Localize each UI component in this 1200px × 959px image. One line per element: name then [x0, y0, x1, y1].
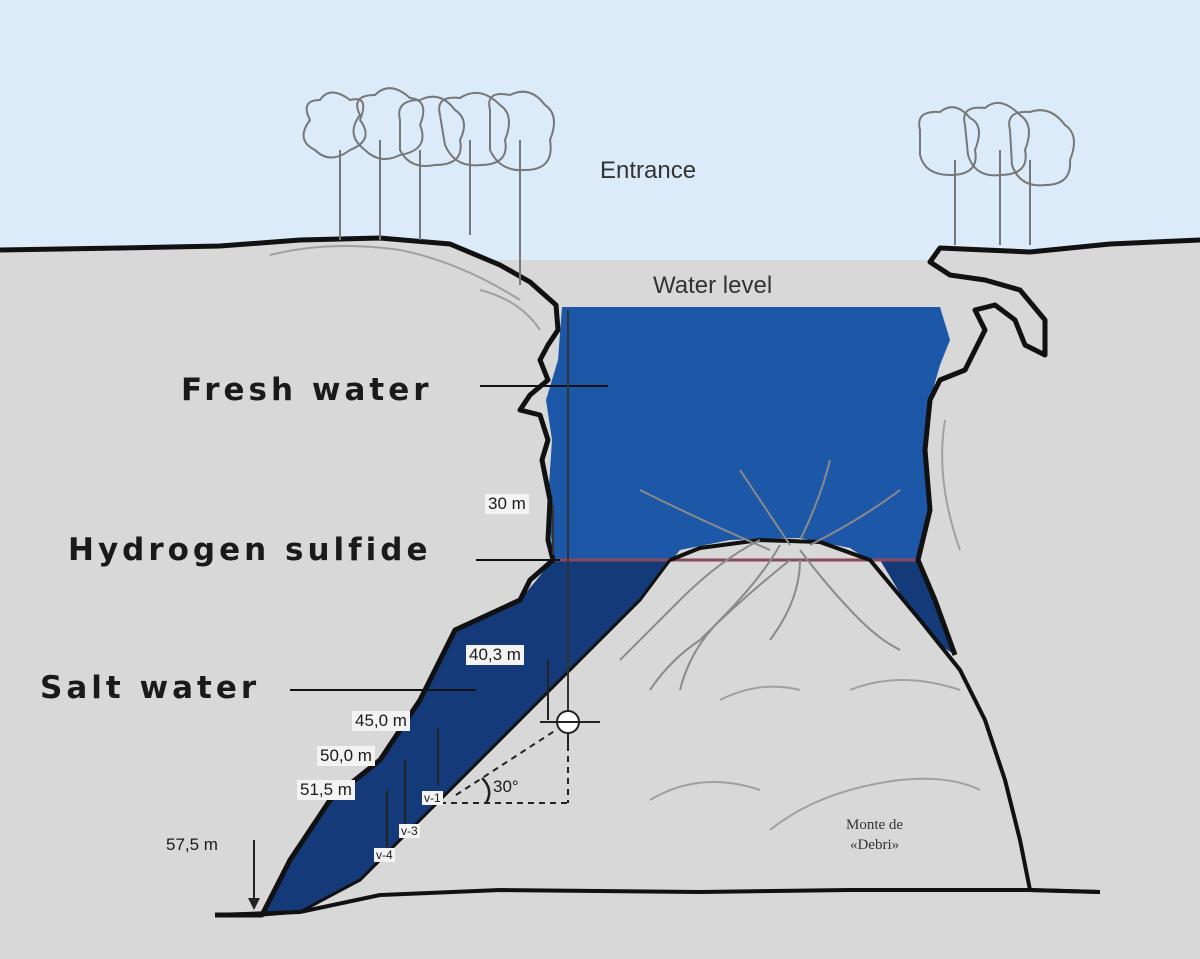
depth-50-label: 50,0 m: [317, 746, 375, 766]
sky: [0, 0, 1200, 260]
depth-40-3-label: 40,3 m: [466, 645, 524, 665]
salt-water-label: Salt water: [40, 670, 261, 706]
marker-v3-label: v-3: [399, 824, 420, 838]
debris-label-line1: Monte de: [846, 817, 904, 833]
angle-arc: [481, 777, 491, 804]
depth-57-5-label: 57,5 m: [166, 835, 218, 854]
rock-texture: [269, 245, 981, 831]
trees-left: [302, 87, 555, 285]
depth-30-label: 30 m: [485, 494, 529, 514]
surface-outline-left: [0, 235, 561, 918]
angle-dashed-diagonal: [455, 729, 557, 796]
angle-label: 30°: [493, 777, 519, 796]
entrance-label: Entrance: [600, 157, 697, 184]
tree-roots: [619, 459, 901, 691]
trees-right: [918, 101, 1075, 245]
salt-water-pocket: [880, 560, 955, 655]
marker-v1-label: v-1: [422, 791, 443, 805]
depth-51-5-label: 51,5 m: [297, 780, 355, 800]
bottom-outline: [214, 887, 1101, 917]
hydrogen-sulfide-label: Hydrogen sulfide: [68, 532, 432, 568]
debris-label-line2: «Debri»: [849, 837, 900, 853]
marker-v4-label: v-4: [374, 848, 395, 862]
fresh-water-label: Fresh water: [181, 372, 433, 408]
water-level-label: Water level: [653, 272, 773, 299]
debris-mound-label: Monte de «Debri»: [846, 815, 903, 855]
surface-outline-right: [915, 237, 1200, 656]
fresh-water-body: [546, 307, 950, 560]
depth-45-label: 45,0 m: [352, 711, 410, 731]
arrowhead-57-5: [248, 898, 260, 910]
channel-floor-outline: [261, 559, 672, 917]
